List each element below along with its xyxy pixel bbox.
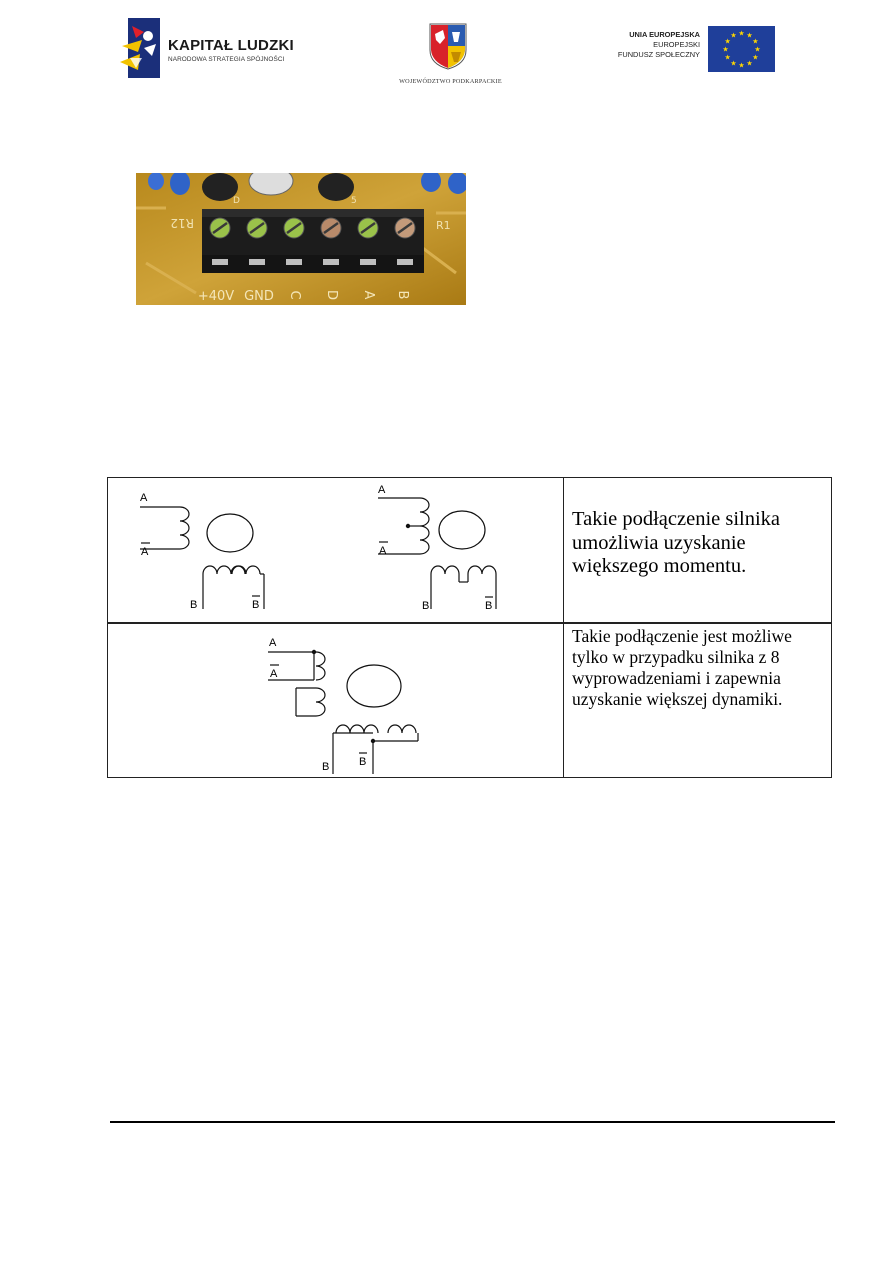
svg-text:★: ★: [724, 54, 730, 62]
eu-text: UNIA EUROPEJSKA EUROPEJSKI FUNDUSZ SPOŁE…: [618, 30, 700, 60]
label-a-bar-1: A: [141, 546, 149, 558]
terminal-label-a: A: [361, 291, 376, 300]
label-a-1: A: [140, 492, 148, 504]
kapital-ludzki-emblem-icon: [120, 18, 160, 78]
pcb-label-5: 5: [351, 196, 357, 206]
pcb-label-r12: R12: [170, 216, 194, 230]
svg-text:★: ★: [746, 32, 752, 40]
eu-flag-icon: ★ ★ ★ ★ ★ ★ ★ ★ ★ ★ ★ ★: [708, 26, 775, 72]
wiring-diagram-cell-2: A A B B: [107, 623, 565, 778]
label-b-bar-2: B: [485, 600, 492, 612]
svg-text:★: ★: [746, 59, 752, 67]
svg-text:★: ★: [752, 38, 758, 46]
kapital-ludzki-subtitle: NARODOWA STRATEGIA SPÓJNOŚCI: [168, 56, 285, 63]
svg-text:★: ★: [754, 46, 760, 54]
svg-text:★: ★: [752, 54, 758, 62]
kapital-ludzki-title: KAPITAŁ LUDZKI: [168, 37, 294, 54]
terminal-label-gnd: GND: [244, 289, 274, 304]
terminal-label-40v: +40V: [198, 289, 234, 304]
description-1: Takie podłączenie silnika umożliwia uzys…: [572, 508, 781, 577]
coat-of-arms-icon: [429, 23, 467, 70]
kapital-ludzki-logo: KAPITAŁ LUDZKI NARODOWA STRATEGIA SPÓJNO…: [120, 18, 320, 80]
series-wiring-diagram: A A B B A A B B: [140, 484, 497, 612]
svg-text:★: ★: [724, 38, 730, 46]
wojewodztwo-caption: WOJEWÓDZTWO PODKARPACKIE: [399, 78, 502, 85]
label-b-1: B: [190, 599, 197, 611]
label-b-2: B: [422, 600, 429, 612]
terminal-label-d: D: [324, 290, 339, 300]
eu-line-2: EUROPEJSKI: [653, 40, 700, 49]
svg-text:★: ★: [722, 46, 728, 54]
eu-line-1: UNIA EUROPEJSKA: [629, 30, 700, 39]
footer-divider: [110, 1121, 835, 1123]
svg-text:★: ★: [738, 62, 744, 70]
svg-text:★: ★: [730, 59, 736, 67]
pcb-label-d: D: [233, 196, 240, 206]
label-b-bar-1: B: [252, 599, 259, 611]
wiring-table: A A B B A A B B Takie podłączenie silnik…: [107, 477, 832, 778]
wiring-diagram-cell-1: A A B B A A B B: [107, 477, 565, 623]
label-a-bar-2: A: [379, 545, 387, 557]
terminal-label-b: B: [395, 291, 410, 300]
label-a-bar-3: A: [270, 668, 278, 680]
wojewodztwo-logo: WOJEWÓDZTWO PODKARPACKIE: [388, 22, 513, 90]
svg-text:★: ★: [730, 32, 736, 40]
description-cell-2: Takie podłączenie jest możliwe tylko w p…: [563, 623, 832, 778]
terminal-block-photo: R12 D 5 R1 +40V GND C: [136, 173, 466, 305]
svg-text:★: ★: [738, 30, 744, 38]
description-cell-1: Takie podłączenie silnika umożliwia uzys…: [563, 477, 832, 623]
eu-logo: UNIA EUROPEJSKA EUROPEJSKI FUNDUSZ SPOŁE…: [598, 26, 778, 74]
parallel-wiring-diagram: A A B B: [268, 637, 419, 774]
eu-line-3: FUNDUSZ SPOŁECZNY: [617, 50, 700, 59]
label-b-bar-3: B: [359, 756, 366, 768]
label-b-3: B: [322, 761, 329, 773]
terminal-label-c: C: [287, 290, 302, 299]
pcb-label-r1: R1: [436, 219, 451, 232]
description-2: Takie podłączenie jest możliwe tylko w p…: [572, 626, 792, 709]
label-a-3: A: [269, 637, 277, 649]
label-a-2: A: [378, 484, 386, 496]
